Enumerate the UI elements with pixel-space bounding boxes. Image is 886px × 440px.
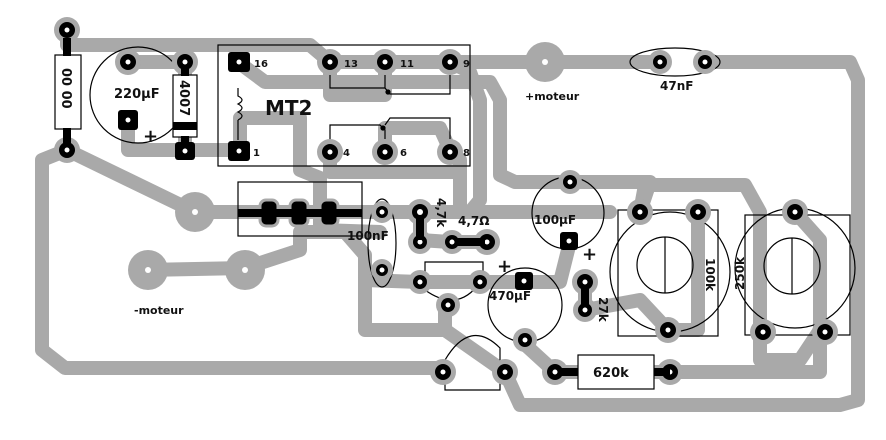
label-pin-8: 8 [463, 148, 470, 159]
label-ic-name: MT2 [265, 96, 312, 120]
ic-switch-lines [329, 75, 451, 140]
label-plus-470u: + [497, 256, 512, 277]
label-motor-plus: +moteur [525, 90, 580, 103]
res-620k-lead-left [560, 368, 578, 376]
diode-band [173, 122, 197, 130]
label-cap-220: 220µF [114, 87, 160, 102]
component-outlines [54, 44, 856, 391]
bridge-bar [238, 209, 362, 217]
label-cap-100u: 100µF [534, 213, 576, 227]
res-27k-body [581, 285, 589, 307]
res-top-lead-bottom [63, 128, 71, 144]
diode-lead-bottom [181, 136, 189, 144]
label-cap-100n: 100nF [347, 229, 389, 243]
label-pot-250k: 250k [733, 256, 747, 290]
cap-47n-outline [629, 47, 721, 77]
res-4k7-body [416, 215, 424, 240]
label-cap-47n: 47nF [660, 79, 693, 93]
label-res-4r7: 4,7Ω [458, 214, 489, 228]
pad-square [118, 52, 578, 290]
label-diode: 4007 [176, 80, 191, 116]
label-motor-minus: -moteur [134, 304, 184, 317]
label-pin-6: 6 [400, 148, 407, 159]
ic-coil-symbol [236, 88, 243, 140]
res-top-lead-top [63, 38, 71, 56]
diode-lead-top [181, 68, 189, 76]
pads [54, 17, 838, 385]
label-pin-11: 11 [400, 59, 414, 70]
label-res-4k7: 4,7k [434, 198, 448, 228]
label-pin-1: 1 [253, 148, 260, 159]
label-pin-16: 16 [254, 59, 268, 70]
labels: 00 00 220µF + 4007 MT2 16 13 11 9 1 4 6 … [58, 59, 747, 381]
ic-outline [217, 44, 471, 167]
label-pot-100k: 100k [703, 258, 717, 292]
large-pads [128, 42, 565, 290]
label-plus-220: + [143, 126, 158, 147]
pad-round [54, 17, 838, 385]
label-pin-4: 4 [343, 148, 350, 159]
label-pin-13: 13 [344, 59, 358, 70]
label-res-27k: 27k [596, 297, 610, 323]
res-620k-lead-right [654, 368, 670, 376]
label-res-620k: 620k [593, 366, 629, 381]
label-cap-470u: 470µF [489, 289, 531, 303]
label-plus-100u: + [582, 244, 597, 265]
cap-100n-outline [367, 198, 397, 288]
label-pin-9: 9 [463, 59, 470, 70]
label-res-top-left: 00 00 [58, 68, 73, 109]
res-4r7-body [455, 238, 485, 246]
